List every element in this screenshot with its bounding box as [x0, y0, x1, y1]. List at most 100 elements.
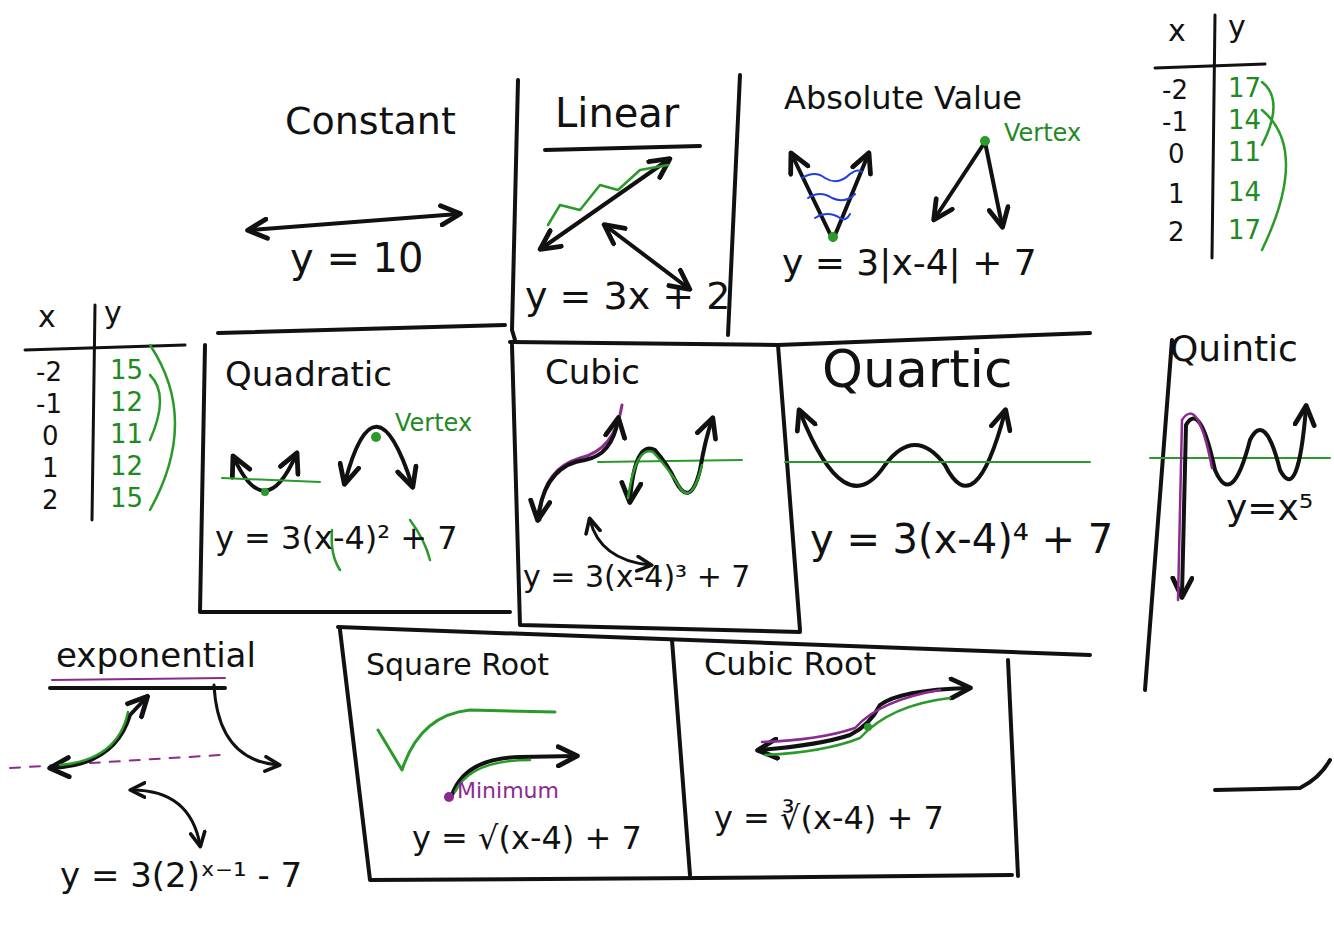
- table-cell: 11: [1228, 138, 1261, 168]
- table-cell: 0: [42, 422, 59, 452]
- bracket: [150, 345, 175, 510]
- table-cell: -1: [1162, 108, 1188, 138]
- panel-text: y = 3(x-4)³ + 7: [523, 560, 750, 595]
- vertex-dot: [828, 232, 838, 242]
- grid-lines: [50, 75, 1330, 880]
- table-cell: 15: [110, 356, 143, 386]
- panel-title: Quintic: [1170, 328, 1298, 369]
- grid-line: [340, 630, 1012, 880]
- grid-line: [1215, 760, 1330, 790]
- table-line: [1212, 15, 1215, 258]
- table-line: [25, 345, 185, 350]
- table-cell: 1: [42, 454, 59, 484]
- function-panel: QuadraticVertexy = 3(x-4)² + 7: [205, 345, 513, 610]
- grid-line: [1008, 660, 1018, 876]
- table-cell: 15: [110, 484, 143, 514]
- pointer-arrow: [132, 790, 200, 845]
- table-cell: 17: [1228, 74, 1261, 104]
- function-panel: Cubic Root y = ∛(x-4) + 7: [690, 640, 1015, 878]
- abs-graph: [792, 155, 868, 240]
- cubic-graph: [538, 420, 618, 518]
- table-cell: 2: [42, 486, 59, 516]
- table-cell: x: [38, 300, 56, 335]
- linear-graph: [542, 160, 668, 248]
- underline: [50, 686, 225, 690]
- table-cell: 2: [1168, 218, 1185, 248]
- table-cell: 12: [110, 452, 143, 482]
- panel-text: y = 3(x-4)² + 7: [215, 520, 458, 557]
- table-cell: -2: [1162, 76, 1188, 106]
- underline: [545, 146, 700, 150]
- panel-text: y = 10: [290, 235, 424, 281]
- panel-text: y = 3(2)ˣ⁻¹ - 7: [60, 856, 302, 895]
- cuberoot-graph: [760, 688, 968, 750]
- panel-title: Cubic Root: [704, 646, 876, 683]
- panel-text: y = 3(x-4)⁴ + 7: [810, 516, 1113, 562]
- table-cell: y: [104, 296, 122, 331]
- parabola: [234, 455, 296, 491]
- panel-title: Cubic: [545, 353, 640, 392]
- panel-text: y = ∛(x-4) + 7: [714, 800, 944, 837]
- cubic-sketch: [628, 451, 702, 498]
- axis-line: [1150, 457, 1330, 459]
- panel-text: y = √(x-4) + 7: [412, 820, 642, 857]
- grid-line: [778, 345, 800, 630]
- table-cell: 12: [110, 388, 143, 418]
- panel-title: Constant: [285, 100, 456, 144]
- grid-line: [200, 345, 510, 612]
- center-dot: [864, 723, 872, 731]
- panel-text: y = 3x + 2: [525, 275, 730, 319]
- axis-line: [222, 478, 320, 482]
- grid-line: [512, 80, 518, 340]
- cuberoot-sketch: [762, 690, 940, 742]
- bracket: [1262, 110, 1286, 250]
- exponential-sketch: [60, 712, 128, 765]
- function-panel: Quartic y = 3(x-4)⁴ + 7: [782, 336, 1167, 620]
- table-cell: 14: [1228, 178, 1261, 208]
- panel-title: Absolute Value: [784, 80, 1022, 117]
- panel-title: Linear: [555, 90, 679, 136]
- function-panel: Cubic y = 3(x-4)³ + 7: [515, 345, 783, 627]
- panel-text: Minimum: [457, 778, 559, 803]
- quartic-graph: [800, 412, 1005, 486]
- quintic-sketch: [1178, 414, 1212, 600]
- table-cell: 17: [1228, 216, 1261, 246]
- function-panel: Linear y = 3x + 2: [515, 75, 735, 335]
- cubic-graph: [630, 420, 712, 500]
- panel-title: exponential: [56, 636, 256, 675]
- table-cell: 1: [1168, 180, 1185, 210]
- axis-line: [598, 460, 742, 462]
- panel-text: y=x⁵: [1226, 487, 1313, 528]
- table-lines: [25, 15, 1265, 520]
- function-panel: Constant y = 10: [215, 80, 510, 325]
- abs-shading: [802, 170, 862, 219]
- table-brackets: [150, 82, 1286, 510]
- axis-line: [785, 461, 1090, 463]
- vertex-dot: [980, 136, 990, 146]
- table-cell: 0: [1168, 140, 1185, 170]
- asymptote: [10, 755, 220, 768]
- panel-title: Square Root: [366, 648, 549, 683]
- pointer-arrow: [214, 685, 278, 765]
- table-line: [1155, 64, 1265, 68]
- underline: [52, 678, 225, 680]
- panel-text: y = 3|x-4| + 7: [782, 242, 1037, 283]
- panel-title: Quartic: [822, 340, 1013, 400]
- exponential-graph: [52, 698, 146, 768]
- cuberoot-sketch: [765, 698, 950, 755]
- table-cell: 11: [110, 420, 143, 450]
- table-cell: -1: [36, 390, 62, 420]
- grid-line: [1145, 340, 1172, 690]
- grid-line: [218, 325, 505, 333]
- minimum-dot: [444, 792, 454, 802]
- function-panel: Quintic y=x⁵: [1150, 322, 1334, 692]
- panel-text: Vertex: [1004, 120, 1081, 148]
- bracket: [150, 375, 160, 440]
- linear-sketch: [548, 165, 668, 225]
- panel-text: Vertex: [395, 410, 472, 438]
- table-cell: y: [1228, 10, 1246, 45]
- vertex-dot: [261, 488, 269, 496]
- vertex-dot: [371, 432, 381, 442]
